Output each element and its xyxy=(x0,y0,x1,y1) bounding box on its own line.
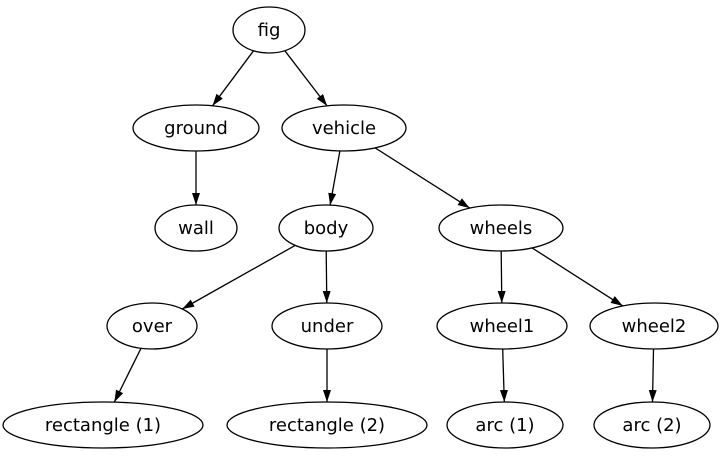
node-label-rect1: rectangle (1) xyxy=(45,415,161,436)
node-label-vehicle: vehicle xyxy=(312,118,376,139)
node-ellipse-over xyxy=(106,302,198,350)
node-arc1: arc (1) xyxy=(446,401,564,449)
node-label-body: body xyxy=(304,218,349,239)
edge-wheels-wheel1 xyxy=(497,250,506,304)
edge-over-rect1 xyxy=(113,348,142,403)
edge-vehicle-body xyxy=(328,150,341,206)
node-ellipse-arc1 xyxy=(446,401,564,449)
edge-wheels-wheel2 xyxy=(531,247,624,307)
node-label-ground: ground xyxy=(164,118,228,139)
node-label-arc2: arc (2) xyxy=(622,415,681,436)
node-arc2: arc (2) xyxy=(593,401,711,449)
node-label-fig: fig xyxy=(258,20,281,41)
node-label-under: under xyxy=(301,316,354,337)
node-ellipse-ground xyxy=(132,104,260,152)
edge-wheel1-arc1 xyxy=(499,348,508,403)
node-ellipse-rect2 xyxy=(226,401,428,449)
edges-layer xyxy=(113,50,657,403)
node-wheel1: wheel1 xyxy=(436,302,568,350)
edge-vehicle-wheels xyxy=(374,147,471,209)
node-label-wheels: wheels xyxy=(470,218,533,239)
node-ellipse-body xyxy=(278,204,374,252)
node-ellipse-wheel1 xyxy=(436,302,568,350)
node-ellipse-wall xyxy=(154,204,238,252)
edge-body-over xyxy=(181,244,296,310)
node-rect2: rectangle (2) xyxy=(226,401,428,449)
edge-wheel2-arc2 xyxy=(648,348,657,403)
node-body: body xyxy=(278,204,374,252)
node-ellipse-fig xyxy=(232,6,306,54)
node-wheels: wheels xyxy=(438,204,564,252)
node-wall: wall xyxy=(154,204,238,252)
node-wheel2: wheel2 xyxy=(589,302,719,350)
node-ellipse-wheels xyxy=(438,204,564,252)
node-ellipse-vehicle xyxy=(281,104,407,152)
node-label-wheel2: wheel2 xyxy=(622,316,687,337)
nodes-layer: fig ground vehicle wall body wheels over under w… xyxy=(2,6,719,449)
node-label-over: over xyxy=(132,316,173,337)
node-ground: ground xyxy=(132,104,260,152)
node-ellipse-under xyxy=(271,302,383,350)
node-rect1: rectangle (1) xyxy=(2,401,204,449)
node-label-wall: wall xyxy=(178,218,214,239)
node-under: under xyxy=(271,302,383,350)
node-over: over xyxy=(106,302,198,350)
node-vehicle: vehicle xyxy=(281,104,407,152)
node-ellipse-arc2 xyxy=(593,401,711,449)
node-ellipse-wheel2 xyxy=(589,302,719,350)
edge-fig-vehicle xyxy=(284,50,328,107)
node-fig: fig xyxy=(232,6,306,54)
edge-body-under xyxy=(322,250,331,304)
node-label-rect2: rectangle (2) xyxy=(269,415,385,436)
edge-fig-ground xyxy=(211,50,255,107)
node-ellipse-rect1 xyxy=(2,401,204,449)
node-label-wheel1: wheel1 xyxy=(470,316,535,337)
node-label-arc1: arc (1) xyxy=(475,415,534,436)
